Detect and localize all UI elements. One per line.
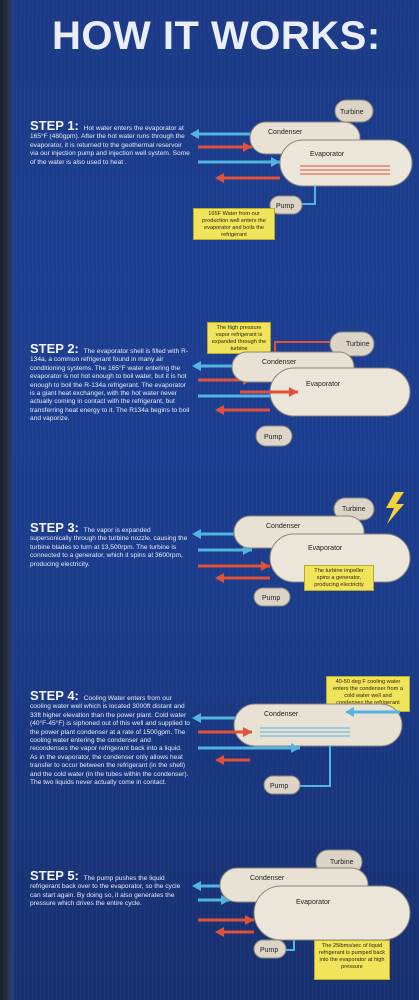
step-2-note: The high pressure vapor refrigerant is e…: [207, 322, 271, 354]
arrow-head: [192, 361, 201, 371]
arrow-head: [215, 173, 224, 183]
evaporator-shape: [279, 139, 413, 187]
condenser-label: Condenser: [266, 523, 301, 530]
evaporator-shape: [253, 885, 411, 941]
pump-label: Pump: [270, 783, 288, 790]
step-3-description: The vapor is expanded supersonically thr…: [30, 527, 188, 568]
arrow-head: [215, 755, 224, 765]
pump-label: Pump: [260, 947, 278, 954]
pump-shape: [263, 775, 301, 795]
arrow-head: [243, 727, 252, 737]
pipe: [300, 746, 331, 787]
step-3-label: STEP 3:: [30, 520, 79, 535]
evaporator-label: Evaporator: [296, 899, 331, 906]
pump-label: Pump: [262, 595, 280, 602]
turbine-label: Turbine: [330, 859, 354, 866]
arrow-head: [291, 743, 300, 753]
arrow-head: [261, 561, 270, 571]
pump-shape: [255, 425, 293, 447]
arrow-head: [215, 573, 224, 583]
evaporator-label: Evaporator: [306, 381, 341, 388]
arrow-head: [192, 881, 201, 891]
turbine-label: Turbine: [342, 506, 366, 513]
step-1-label: STEP 1:: [30, 118, 79, 133]
step-5-text: STEP 5: The pump pushes the liquid refri…: [30, 869, 190, 909]
condenser-label: Condenser: [264, 711, 299, 718]
lightning-bolt-icon: [386, 492, 404, 524]
step-1-text: STEP 1: Hot water enters the evaporator …: [30, 119, 190, 167]
step-2-description: The evaporator shell is filled with R-13…: [30, 348, 190, 423]
step-5-note: The 25lbms/sec of liquid refrigerant is …: [314, 940, 390, 980]
step-4-text: STEP 4: Cooling Water enters from our co…: [30, 689, 190, 787]
arrow-head: [192, 529, 201, 539]
arrow-head: [215, 927, 224, 937]
step-4-label: STEP 4:: [30, 688, 79, 703]
turbine-label: Turbine: [340, 109, 364, 116]
step-5-label: STEP 5:: [30, 868, 79, 883]
turbine-shape: [329, 331, 375, 357]
pipe: [302, 186, 316, 205]
arrow-head: [215, 405, 224, 415]
arrow-head: [190, 129, 199, 139]
step-1-note: 165F Water from our production well ente…: [193, 208, 275, 240]
step-5-description: The pump pushes the liquid refrigerant b…: [30, 875, 181, 908]
page-title: HOW IT WORKS:: [52, 14, 381, 58]
pump-shape: [253, 587, 291, 607]
condenser-label: Condenser: [268, 129, 303, 136]
evaporator-label: Evaporator: [308, 545, 343, 552]
step-2-diagram: Turbine Condenser Evaporator Pump: [192, 331, 411, 447]
step-2-label: STEP 2:: [30, 341, 79, 356]
step-5-diagram: Turbine Condenser Evaporator Pump: [192, 849, 411, 959]
step-3-text: STEP 3: The vapor is expanded supersonic…: [30, 521, 190, 569]
step-3-diagram: Turbine Condenser Evaporator Pump: [192, 492, 411, 607]
pipe: [274, 341, 338, 356]
pump-label: Pump: [276, 203, 294, 210]
condenser-label: Condenser: [250, 875, 285, 882]
arrow-head: [243, 142, 252, 152]
arrow-head: [245, 915, 254, 925]
arrow-head: [192, 713, 201, 723]
step-1-description: Hot water enters the evaporator at 165°F…: [30, 125, 190, 166]
step-4-description: Cooling Water enters from our cooling wa…: [30, 695, 190, 787]
pipe: [286, 940, 295, 951]
arrow-head: [289, 387, 298, 397]
step-1-diagram: Turbine Condenser Evaporator Pump: [190, 99, 413, 215]
step-2-text: STEP 2: The evaporator shell is filled w…: [30, 342, 190, 424]
turbine-shape: [334, 99, 374, 123]
condenser-label: Condenser: [262, 359, 297, 366]
evaporator-label: Evaporator: [310, 151, 345, 158]
arrow-head: [271, 157, 280, 167]
pump-label: Pump: [264, 434, 282, 441]
arrow-head: [221, 895, 230, 905]
arrow-head: [345, 707, 354, 717]
step-3-note: The turbine impeller spins a generator, …: [304, 565, 374, 591]
step-4-diagram: Condenser Pump: [192, 703, 403, 795]
turbine-label: Turbine: [346, 341, 370, 348]
condenser-shape: [233, 703, 403, 747]
